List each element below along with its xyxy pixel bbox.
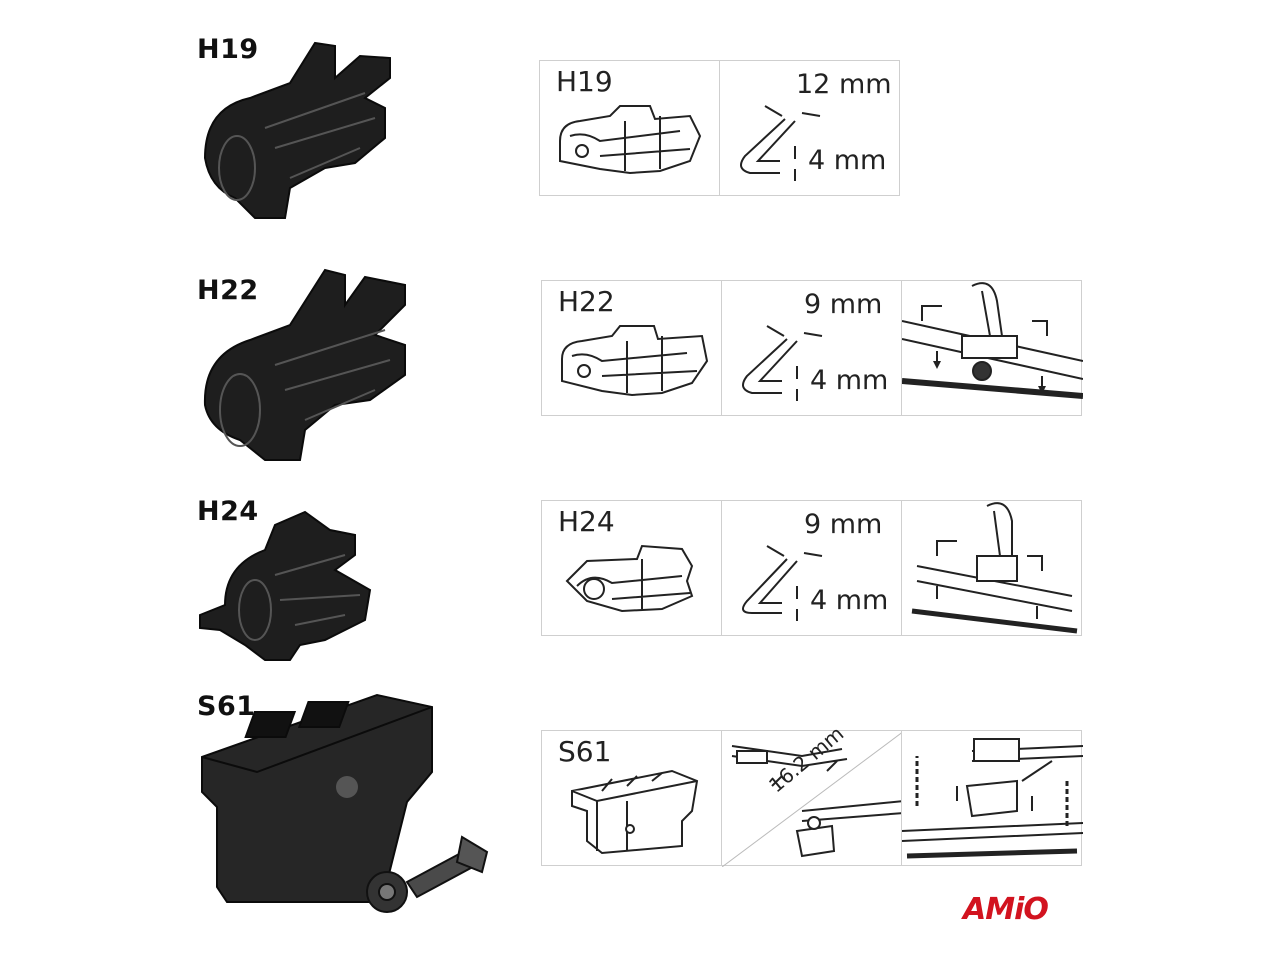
h22-clip-diagram-icon xyxy=(561,325,709,397)
h24-shape-panel: H24 xyxy=(541,500,723,636)
h24-install-steps-icon xyxy=(911,502,1078,634)
h24-panel-title: H24 xyxy=(558,505,615,538)
h22-width-dimension: 9 mm xyxy=(804,289,883,320)
h19-panel-title: H19 xyxy=(556,65,613,98)
row-label-h22: H22 xyxy=(197,275,259,306)
h22-blade-profile-icon xyxy=(742,325,823,401)
s61-dimension-panel: 16.2 mm xyxy=(721,721,904,867)
h22-adapter-photo xyxy=(203,268,406,461)
h22-install-steps-icon xyxy=(902,282,1083,399)
s61-panel-title: S61 xyxy=(558,735,612,768)
h24-width-dimension: 9 mm xyxy=(804,509,883,540)
amio-logo: AMiO xyxy=(963,892,1049,927)
h19-clip-diagram-icon xyxy=(559,105,702,175)
h19-blade-profile-icon xyxy=(740,105,821,181)
h24-thickness-dimension: 4 mm xyxy=(810,585,889,616)
s61-adapter-photo xyxy=(201,693,489,913)
row-label-s61: S61 xyxy=(197,691,256,722)
h19-shape-panel: H19 xyxy=(539,60,720,196)
s61-clip-diagram-icon xyxy=(571,769,699,855)
h19-width-dimension: 12 mm xyxy=(796,69,892,100)
row-label-h19: H19 xyxy=(197,34,259,65)
h22-panel-title: H22 xyxy=(558,285,615,318)
h19-dimension-panel: 12 mm 4 mm xyxy=(719,60,900,196)
h24-blade-profile-icon xyxy=(742,545,823,621)
h24-clip-diagram-icon xyxy=(565,544,694,613)
h19-thickness-dimension: 4 mm xyxy=(808,145,887,176)
s61-arm-diagram-icon xyxy=(722,731,904,867)
h24-install-panel xyxy=(901,500,1082,636)
h19-adapter-photo xyxy=(203,41,391,219)
h22-thickness-dimension: 4 mm xyxy=(810,365,889,396)
s61-install-panel xyxy=(901,730,1083,866)
h24-dimension-panel: 9 mm 4 mm xyxy=(721,500,903,636)
h24-adapter-photo xyxy=(199,510,372,661)
s61-install-steps-icon xyxy=(902,738,1083,859)
s61-shape-panel: S61 xyxy=(541,730,723,866)
row-label-h24: H24 xyxy=(197,496,259,527)
h22-install-panel xyxy=(901,280,1083,416)
h22-shape-panel: H22 xyxy=(541,280,723,416)
h22-dimension-panel: 9 mm 4 mm xyxy=(721,280,903,416)
